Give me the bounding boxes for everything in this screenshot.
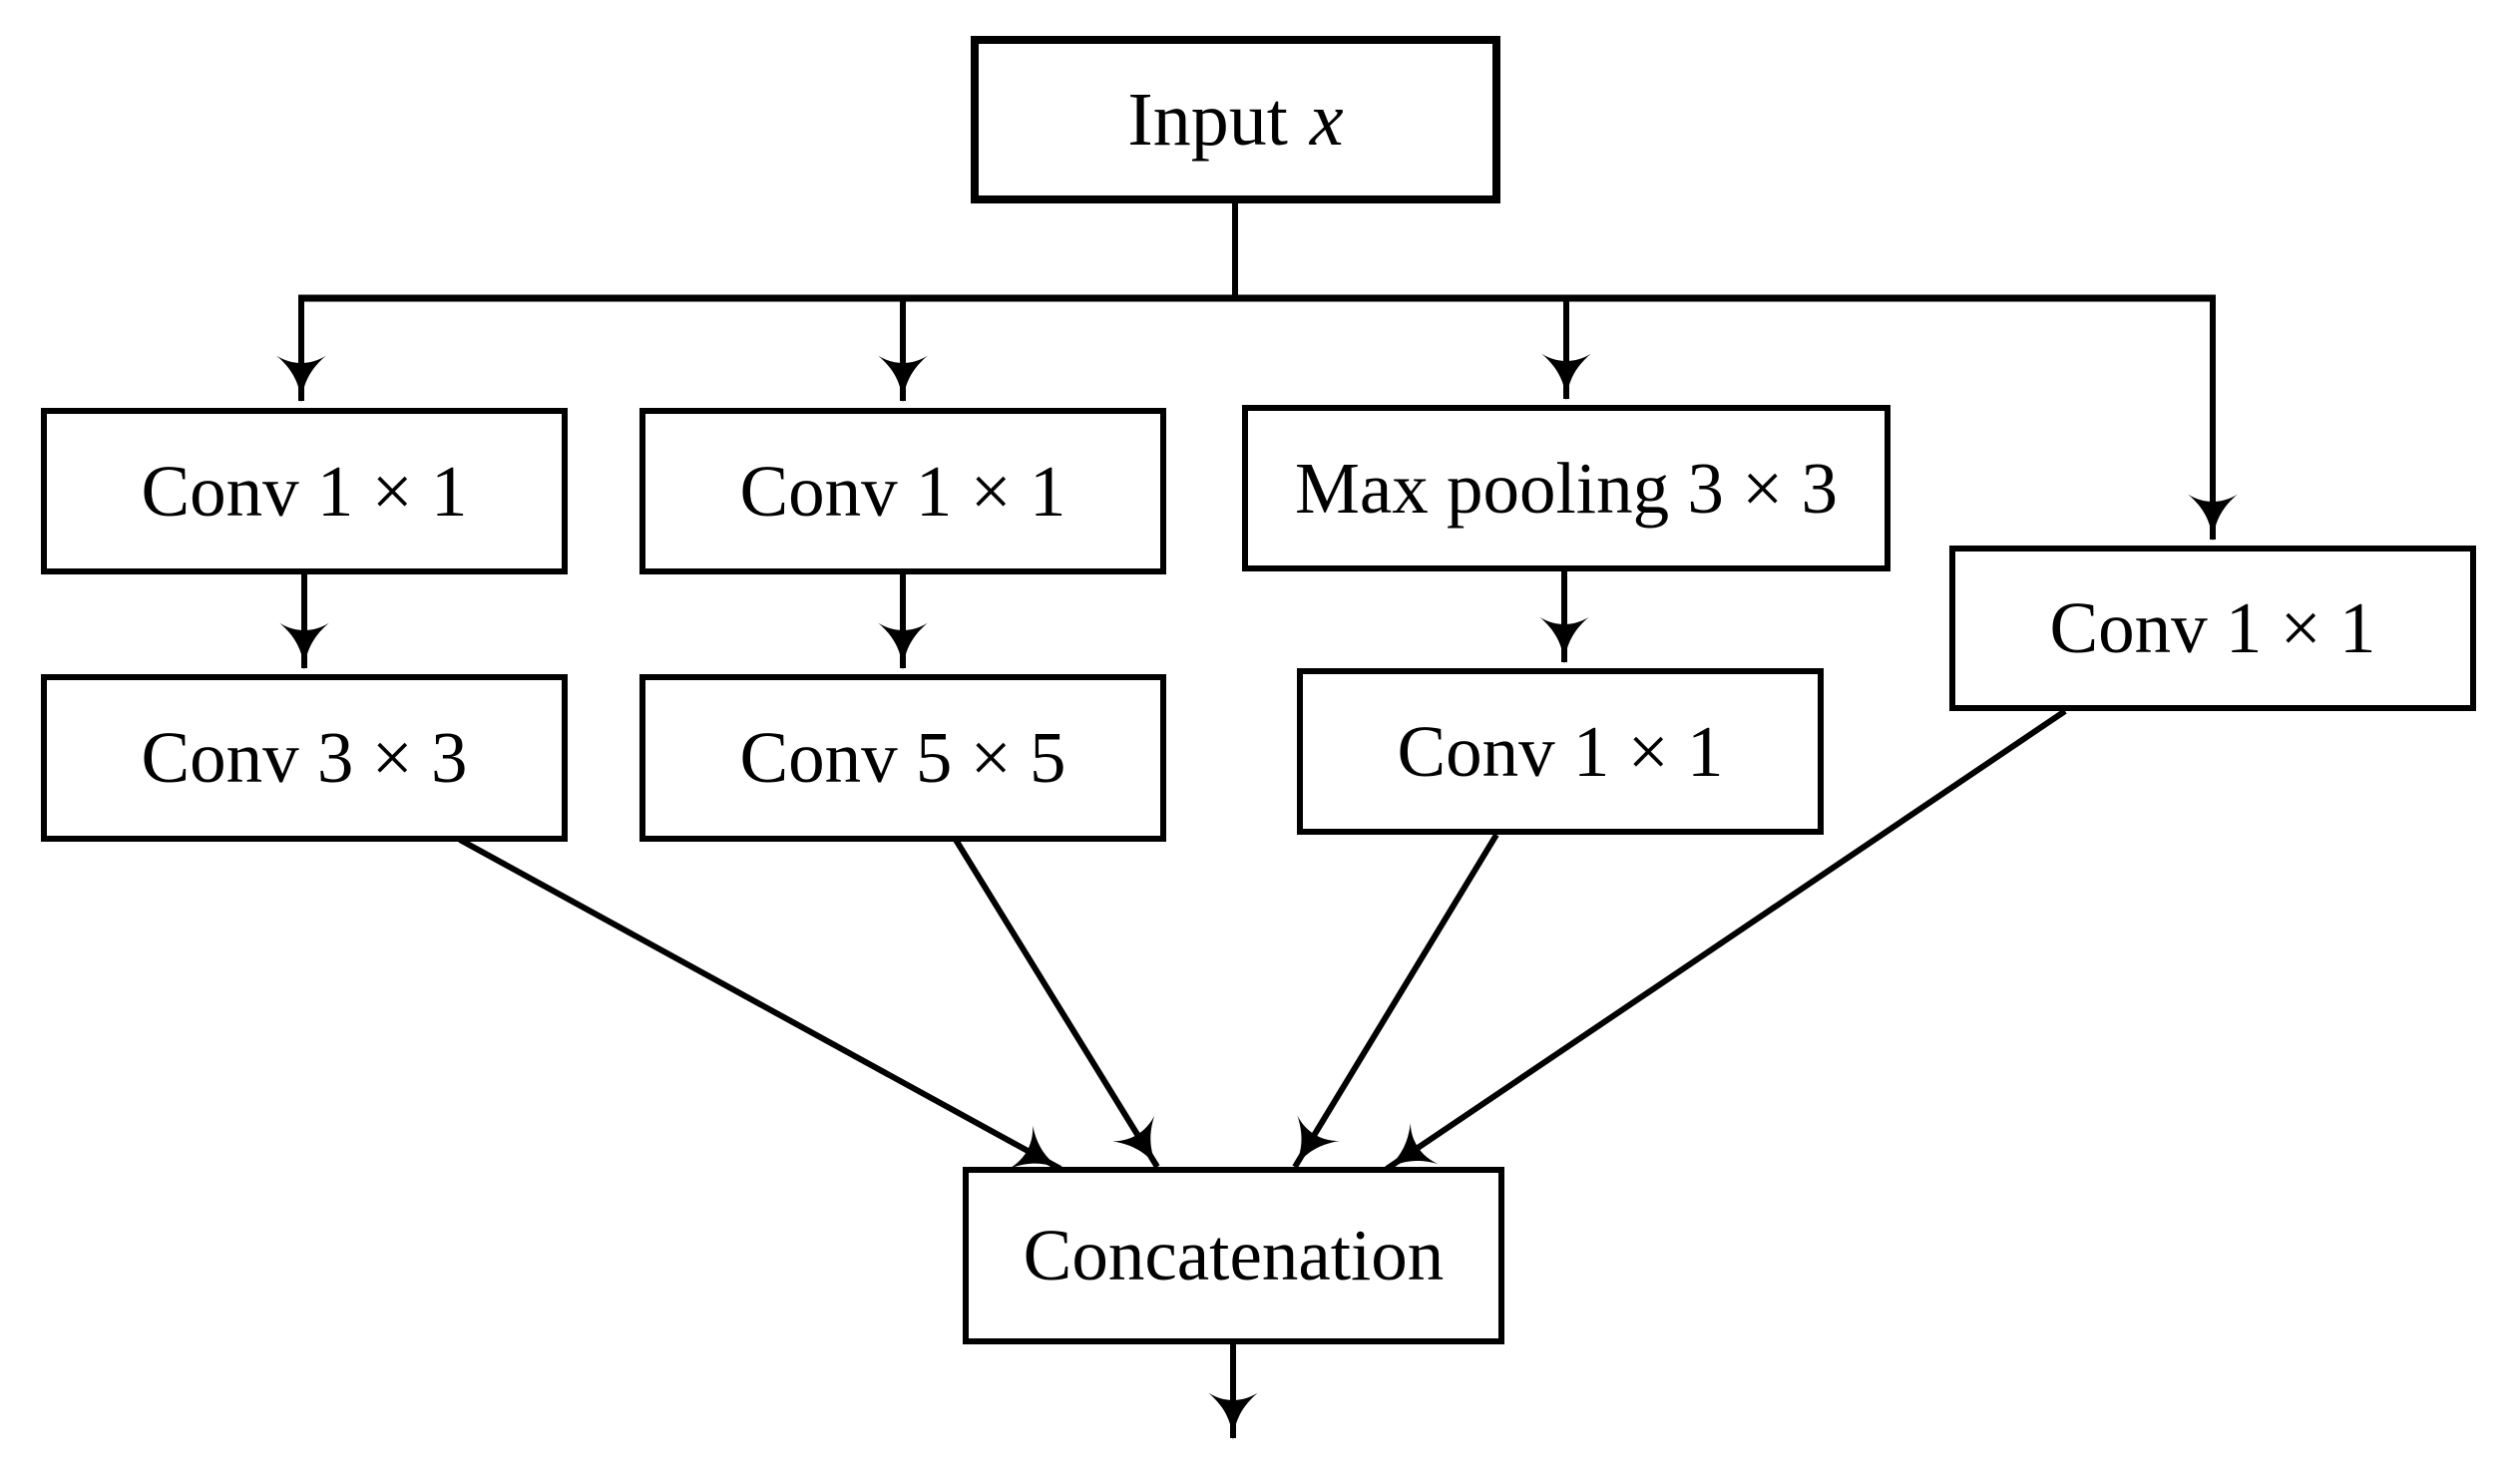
node-label: Max pooling 3 × 3 xyxy=(1294,447,1839,529)
node-label: Concatenation xyxy=(1023,1215,1445,1295)
node-branch2-conv1x1: Conv 1 × 1 xyxy=(639,408,1166,574)
node-input-label: Input xyxy=(1127,77,1288,162)
node-label: Conv 3 × 3 xyxy=(141,717,468,798)
edge-branch1-to-concat xyxy=(458,837,1062,1172)
node-branch1-conv1x1: Conv 1 × 1 xyxy=(41,408,568,574)
node-label: Conv 5 × 5 xyxy=(739,717,1066,798)
node-branch4-conv1x1: Conv 1 × 1 xyxy=(1949,546,2476,711)
node-input-variable: x xyxy=(1309,77,1344,162)
node-label: Conv 1 × 1 xyxy=(739,450,1066,532)
node-branch1-conv3x3: Conv 3 × 3 xyxy=(41,674,568,842)
node-branch3-maxpool3x3: Max pooling 3 × 3 xyxy=(1242,405,1890,571)
node-label: Conv 1 × 1 xyxy=(1397,710,1724,792)
node-concatenation: Concatenation xyxy=(963,1167,1504,1344)
edge-branch2-to-concat xyxy=(953,838,1160,1169)
node-branch3-conv1x1: Conv 1 × 1 xyxy=(1297,668,1824,835)
edge-branch3-to-concat xyxy=(1292,833,1499,1169)
node-branch2-conv5x5: Conv 5 × 5 xyxy=(639,674,1166,842)
node-label: Conv 1 × 1 xyxy=(141,450,468,532)
node-label: Conv 1 × 1 xyxy=(2049,587,2376,668)
